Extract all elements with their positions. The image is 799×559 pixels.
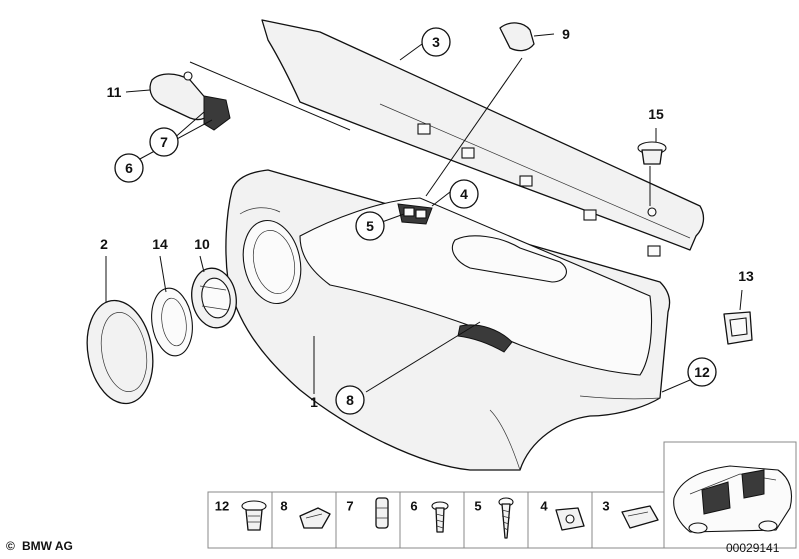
- callout-1: 1: [310, 394, 318, 410]
- speaker-cover: [86, 299, 154, 405]
- copyright-symbol: ©: [6, 539, 15, 553]
- screw-icon: [431, 501, 449, 533]
- window-switch: [397, 203, 433, 225]
- svg-text:3: 3: [432, 34, 440, 50]
- svg-text:15: 15: [648, 106, 664, 122]
- leader-lines: [105, 33, 743, 394]
- svg-text:6: 6: [125, 160, 133, 176]
- copyright-footer: © BMW AG: [6, 539, 73, 553]
- expanding-clip: [637, 141, 667, 165]
- callout-3: 3: [421, 27, 451, 57]
- callout-5: 5: [355, 211, 385, 241]
- callout-11: 11: [107, 84, 122, 100]
- svg-text:14: 14: [152, 236, 168, 252]
- callout-7: 7: [149, 127, 179, 157]
- svg-text:7: 7: [160, 134, 168, 150]
- upper-trim-panel: [261, 19, 705, 257]
- spring-clip-icon: [299, 507, 331, 529]
- callout-15: 15: [648, 106, 664, 122]
- strip-label-4: 4: [540, 499, 548, 514]
- svg-text:1: 1: [310, 394, 318, 410]
- diagram-number: 00029141: [726, 541, 780, 555]
- strip-label-7: 7: [346, 499, 353, 514]
- fastener-strip: 12 8 7 6 5 4 3: [207, 491, 665, 549]
- svg-text:5: 5: [366, 218, 374, 234]
- svg-text:12: 12: [694, 364, 710, 380]
- callout-9: 9: [562, 26, 570, 42]
- callout-6: 6: [114, 153, 144, 183]
- nut-clip-icon: [555, 507, 585, 531]
- callouts: 3 9 11 7 6 15 4 5 2 14: [100, 26, 754, 415]
- vehicle-location-inset: [663, 441, 797, 549]
- svg-text:11: 11: [107, 84, 122, 100]
- svg-text:13: 13: [738, 268, 754, 284]
- retainer-cap: [723, 311, 753, 345]
- tapping-screw-icon: [498, 497, 514, 539]
- svg-text:10: 10: [194, 236, 210, 252]
- loudspeaker: [191, 267, 237, 329]
- plug-icon: [375, 497, 389, 529]
- brand-name: BMW AG: [22, 539, 73, 553]
- strip-label-8: 8: [280, 499, 287, 514]
- speaker-opening: [242, 219, 302, 305]
- svg-text:2: 2: [100, 236, 108, 252]
- strip-label-5: 5: [474, 499, 481, 514]
- trim-cap: [499, 22, 535, 52]
- inner-door-handle: [149, 71, 231, 131]
- callout-12: 12: [687, 357, 717, 387]
- strip-label-12: 12: [215, 499, 229, 514]
- callout-2: 2: [100, 236, 108, 252]
- callout-14: 14: [152, 236, 168, 252]
- svg-text:8: 8: [346, 392, 354, 408]
- svg-text:4: 4: [460, 186, 468, 202]
- callout-4: 4: [449, 179, 479, 209]
- push-clip-icon: [241, 500, 267, 531]
- strip-label-3: 3: [602, 499, 609, 514]
- callout-10: 10: [194, 236, 210, 252]
- speaker-ring: [151, 287, 193, 357]
- callout-8: 8: [335, 385, 365, 415]
- strip-label-6: 6: [410, 499, 417, 514]
- svg-text:9: 9: [562, 26, 570, 42]
- cover-clip-icon: [621, 505, 659, 529]
- callout-13: 13: [738, 268, 754, 284]
